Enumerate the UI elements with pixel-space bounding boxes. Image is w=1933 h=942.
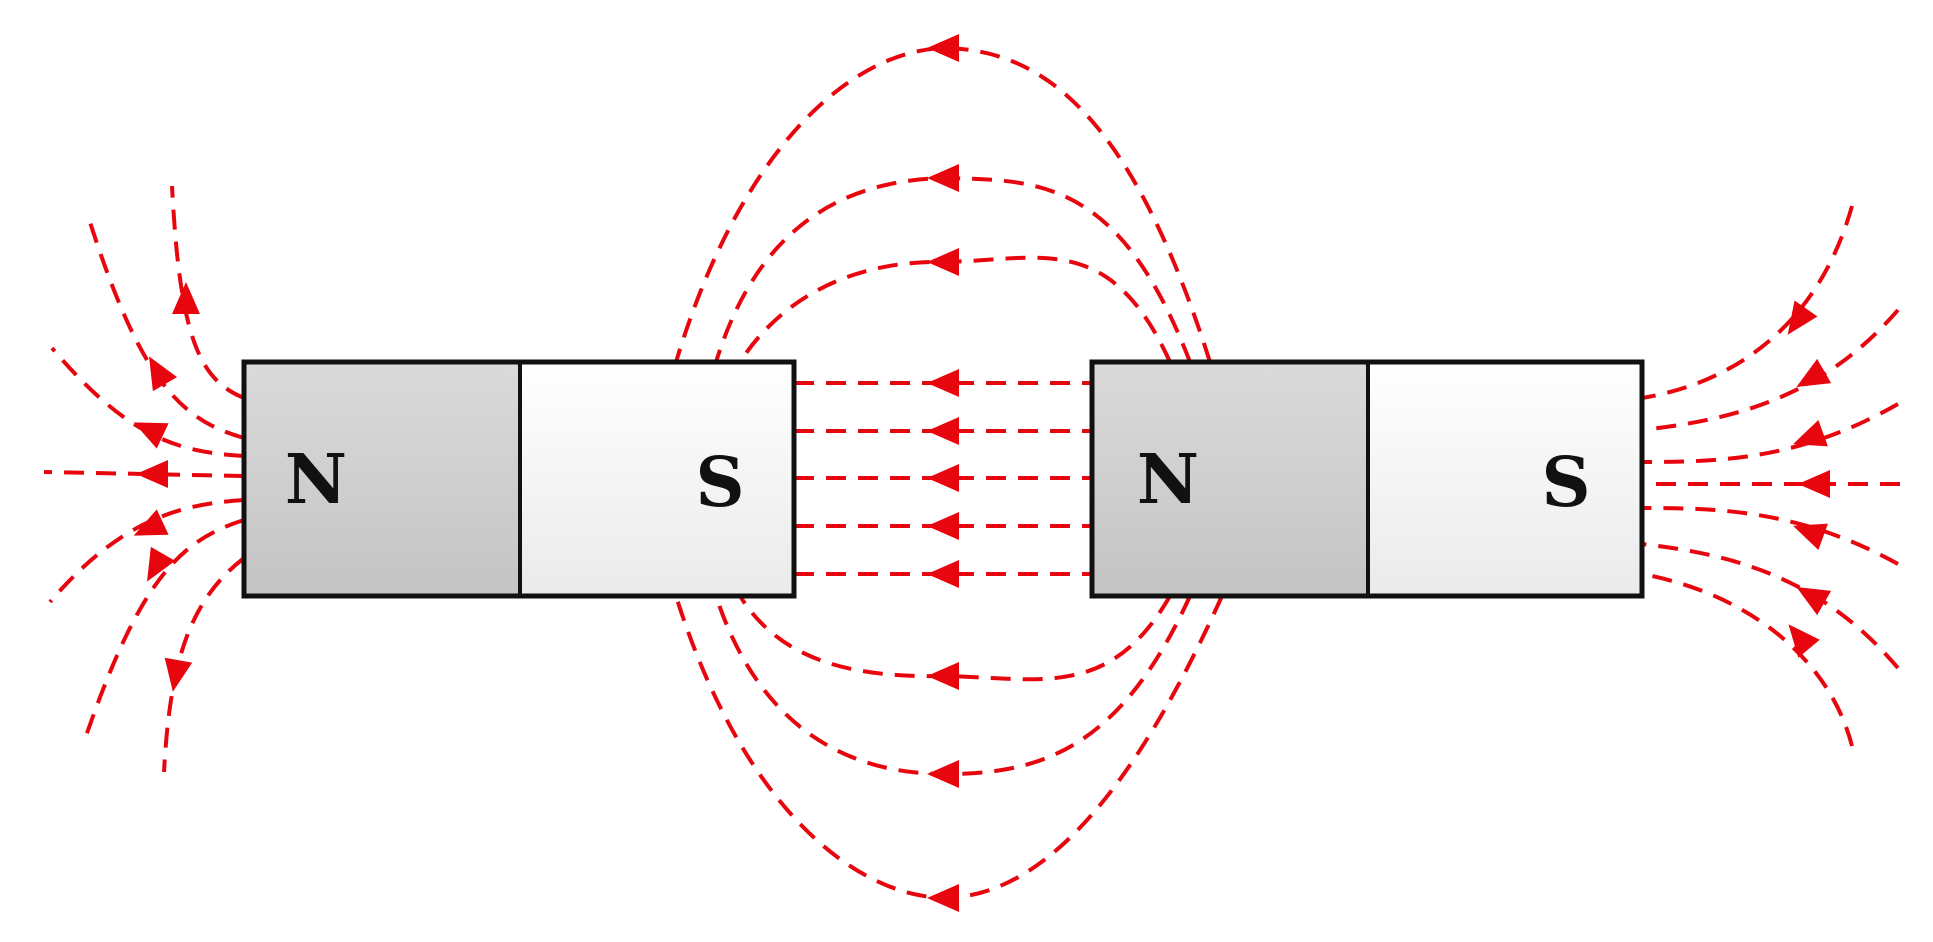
left-magnet-north-label: N [285,440,347,520]
field-line [1641,506,1899,566]
field-line [84,518,245,737]
field-direction-arrow [164,657,193,692]
field-line [1641,308,1900,432]
field-line [674,595,1224,901]
right-magnet-south-label: S [1541,443,1590,523]
field-direction-arrow [927,560,959,588]
field-direction-arrow [147,546,176,582]
field-direction-arrow [172,282,200,314]
field-direction-arrow [927,417,959,445]
field-direction-arrow [1788,624,1820,658]
field-line [674,45,1212,363]
field-direction-arrow [149,356,178,392]
field-line [162,556,246,773]
field-direction-arrow [927,884,959,912]
right-magnet: N S [1089,359,1645,599]
right-magnet-north-pole [1092,362,1368,596]
field-direction-arrow [927,369,959,397]
left-magnet-north-pole [244,362,520,596]
field-direction-arrow [1793,420,1828,447]
field-direction-arrow [1793,523,1828,550]
field-direction-arrow [1798,470,1830,498]
field-lines [43,34,1900,912]
field-direction-arrow [927,464,959,492]
field-line [170,185,245,400]
left-magnet-south-pole [520,362,794,596]
field-line [50,346,245,458]
field-line [86,215,245,440]
field-direction-arrow [1787,300,1818,335]
field-line [1641,205,1854,400]
field-line [1641,542,1900,670]
field-direction-arrow [1796,358,1832,387]
field-direction-arrow [927,164,959,192]
right-magnet-south-pole [1368,362,1642,596]
field-direction-arrow [133,422,169,449]
field-line [1641,572,1854,747]
field-direction-arrow [927,512,959,540]
left-magnet: N S [241,359,797,599]
field-direction-arrow [927,760,959,788]
field-direction-arrow [133,509,169,536]
field-line [1641,402,1899,464]
field-direction-arrow [927,662,959,690]
left-magnet-south-label: S [695,443,744,523]
field-direction-arrow [1796,587,1832,616]
field-direction-arrow [136,460,168,488]
field-direction-arrow [927,248,959,276]
field-direction-arrow [927,34,959,62]
right-magnet-north-label: N [1137,440,1199,520]
